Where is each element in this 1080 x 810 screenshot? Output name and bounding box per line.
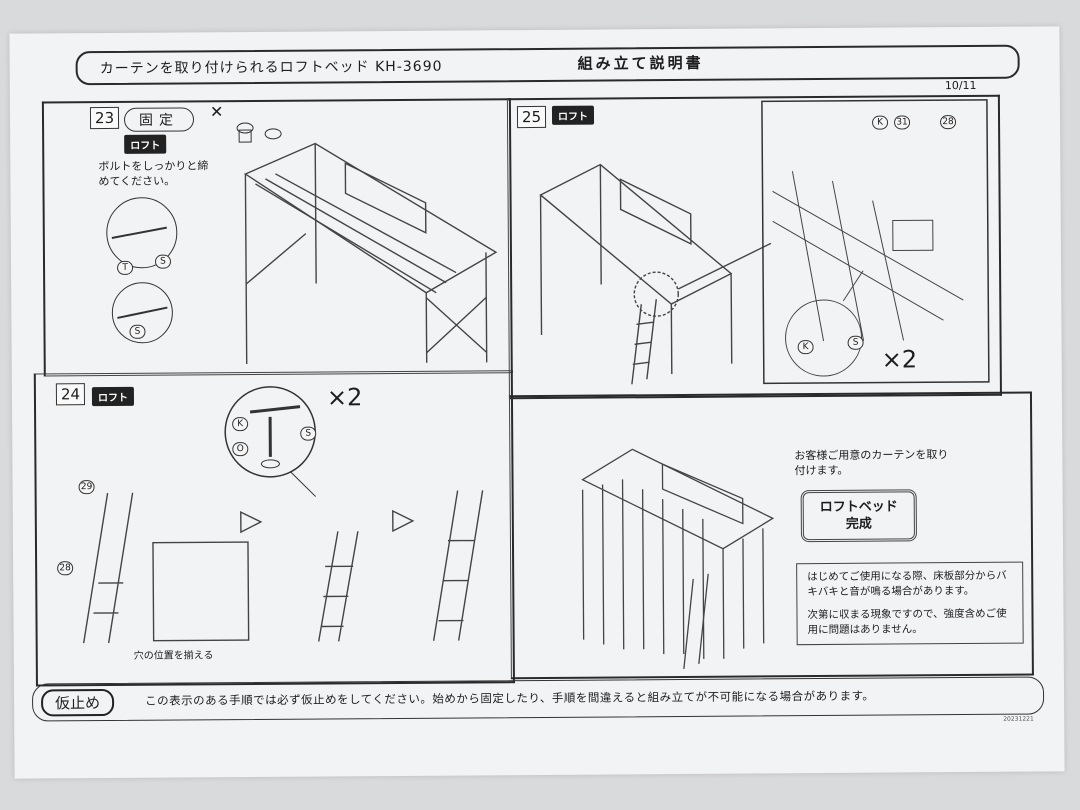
label-S: S [154, 254, 172, 269]
print-code: 20231221 [1003, 715, 1034, 723]
bolt-detail-circle [224, 386, 317, 497]
multiplier-x2: ×2 [881, 345, 918, 374]
label-K-2: K [797, 340, 814, 355]
footer-text: この表示のある手順では必ず仮止めをしてください。始めから固定したり、手順を間違え… [145, 688, 875, 708]
step-23-note: ボルトをしっかりと締めてください。 [98, 159, 209, 189]
warning-box: はじめてご使用になる際、床板部分からバキバキと音が鳴る場合があります。 次第に収… [796, 561, 1024, 646]
label-K: K [872, 115, 889, 130]
label-S-2: S [129, 324, 146, 339]
loft-bed-complete-badge: ロフトベッド完成 [800, 489, 917, 543]
warning-text-2: 次第に収まる現象ですので、強度含めご使用に問題はありません。 [807, 607, 1007, 637]
header-bar: カーテンを取り付けられるロフトベッド KH-3690 組み立て説明書 [75, 44, 1020, 86]
completed-bed-with-curtain-drawing [581, 448, 775, 670]
step-number: 25 [516, 105, 547, 129]
loft-bed-ladder-drawing [539, 163, 772, 385]
step-number: 24 [55, 383, 86, 406]
multiplier-x2: ×2 [326, 383, 363, 412]
loft-tag: ロフト [551, 105, 595, 125]
document-title: 組み立て説明書 [577, 53, 704, 73]
label-T: T [117, 260, 134, 275]
loft-tag: ロフト [124, 134, 167, 154]
fix-label: 固定 [123, 107, 195, 132]
wrench-detail-circle [106, 197, 178, 344]
label-K: K [232, 417, 249, 432]
loft-tag: ロフト [91, 386, 135, 407]
done-line-2: 完成 [845, 516, 872, 532]
done-line-1: ロフトベッド [819, 499, 898, 516]
label-28: 28 [940, 115, 957, 130]
loft-bed-drawing [243, 142, 498, 365]
label-S: S [300, 426, 317, 441]
ladder-assembly-drawing [82, 490, 484, 644]
label-O: O [232, 442, 249, 457]
washer-icons [236, 122, 282, 143]
warning-text-1: はじめてご使用になる際、床板部分からバキバキと音が鳴る場合があります。 [807, 569, 1007, 599]
label-31: 31 [894, 115, 911, 130]
product-title: カーテンを取り付けられるロフトベッド KH-3690 [99, 58, 443, 78]
detail-zoom-drawing [761, 99, 990, 385]
step-number: 23 [89, 106, 120, 130]
page-number: 10/11 [944, 78, 977, 93]
cross-mark: ✕ [209, 102, 224, 122]
label-S: S [847, 335, 864, 350]
footer-note-bar: 仮止め この表示のある手順では必ず仮止めをしてください。始めから固定したり、手順… [31, 676, 1045, 723]
instruction-sheet: カーテンを取り付けられるロフトベッド KH-3690 組み立て説明書 10/11… [9, 26, 1065, 779]
curtain-note: お客様ご用意のカーテンを取り付けます。 [794, 448, 949, 478]
temporary-fix-label: 仮止め [40, 688, 115, 717]
step-24-caption: 穴の位置を揃える [133, 650, 214, 662]
